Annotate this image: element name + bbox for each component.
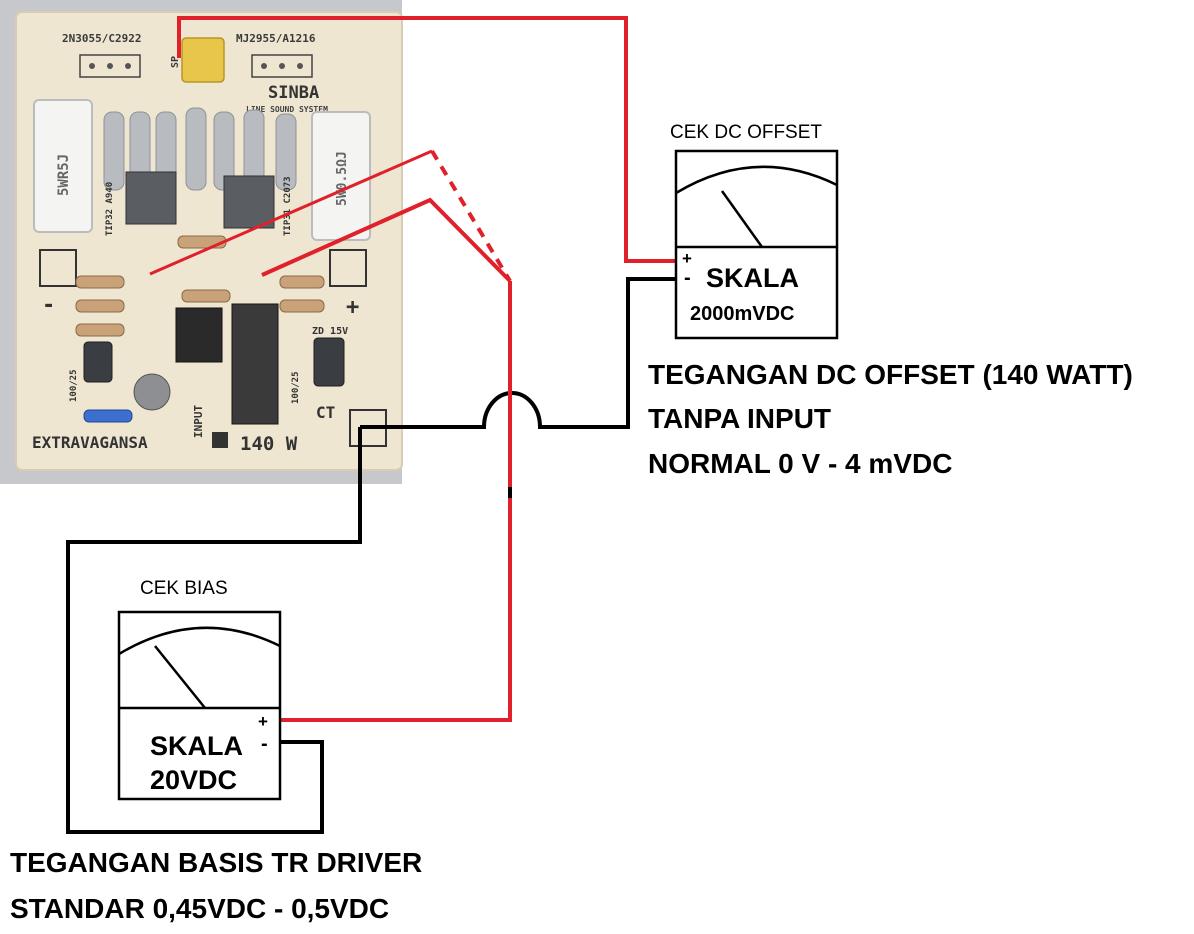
pcb-zener-label: ZD 15V bbox=[312, 326, 348, 337]
meter-dc-offset-needle bbox=[720, 190, 764, 248]
pcb-label-sp: SP bbox=[170, 56, 181, 68]
pcb-plus-sign: + bbox=[346, 295, 359, 320]
pcb-model-label: EXTRAVAGANSA bbox=[32, 433, 148, 452]
notes: TEGANGAN DC OFFSET (140 WATT) TANPA INPU… bbox=[10, 359, 1133, 924]
power-resistor-left bbox=[33, 99, 93, 233]
pcb-power-label: 140 W bbox=[240, 433, 298, 455]
transistor-right-label: TIP31 C2073 bbox=[283, 176, 293, 236]
meter-dc-offset-title: CEK DC OFFSET bbox=[670, 122, 822, 143]
meter-dc-offset-scale-arc bbox=[675, 165, 838, 195]
note-dc-offset-normal: NORMAL 0 V - 4 mVDC bbox=[648, 448, 952, 479]
op-amp-ic bbox=[175, 307, 223, 363]
electrolytic-cap-right bbox=[313, 337, 345, 387]
note-bias-title: TEGANGAN BASIS TR DRIVER bbox=[10, 847, 422, 878]
transistor-left-label: TIP32 A940 bbox=[105, 182, 115, 236]
pcb-square-mark bbox=[212, 432, 228, 448]
meter-dc-offset: CEK DC OFFSET + - SKALA 2000mVDC bbox=[670, 122, 839, 340]
electrolytic-cap-left bbox=[83, 341, 113, 383]
meter-bias-scale-value: 20VDC bbox=[150, 765, 237, 795]
pcb-cap-right-label: 100/25 bbox=[291, 371, 301, 404]
meter-bias-minus: - bbox=[261, 733, 268, 755]
pcb-ct-label: CT bbox=[316, 403, 335, 422]
wire-dc-offset-negative bbox=[360, 277, 680, 429]
pcb-brand-sub: LINE SOUND SYSTEM bbox=[246, 105, 328, 114]
meter-bias-plus: + bbox=[258, 712, 268, 731]
transistor-pad-left bbox=[79, 54, 141, 78]
wire-bias-negative bbox=[66, 427, 362, 834]
wire-dc-offset-positive bbox=[177, 16, 678, 263]
pcb-minus-sign: - bbox=[42, 293, 55, 318]
meter-dc-offset-minus: - bbox=[684, 267, 691, 289]
wire-bias-probe-upper bbox=[149, 149, 433, 276]
meter-dc-offset-scale-label: SKALA bbox=[706, 263, 799, 293]
transistor-pad-right bbox=[251, 54, 313, 78]
meter-bias-body bbox=[117, 610, 282, 801]
driver-transistor-right bbox=[223, 175, 275, 229]
wire-bias-positive bbox=[280, 281, 512, 722]
meter-bias-title: CEK BIAS bbox=[140, 578, 228, 599]
meter-dc-offset-plus: + bbox=[682, 249, 692, 268]
meter-dc-offset-body bbox=[674, 149, 839, 340]
relay-block bbox=[231, 303, 279, 425]
power-resistor-left-label: 5WR5J bbox=[56, 154, 72, 196]
pcb-photo: 2N3055/C2922 MJ2955/A1216 SP SINBA LINE … bbox=[0, 0, 403, 484]
meter-bias: CEK BIAS + - SKALA 20VDC bbox=[117, 578, 282, 801]
yellow-capacitor bbox=[181, 37, 225, 83]
meter-bias-needle bbox=[154, 645, 206, 709]
pcb-label-2n3055: 2N3055/C2922 bbox=[62, 32, 141, 45]
pcb-input-label: INPUT bbox=[192, 405, 205, 438]
vertical-resistors bbox=[103, 107, 297, 191]
wire-bias-probe-upper-dashed bbox=[430, 149, 512, 283]
pcb-brand: SINBA bbox=[268, 83, 319, 103]
power-resistor-right-label: 5W0.5ΩJ bbox=[335, 151, 350, 206]
meter-dc-offset-scale-value: 2000mVDC bbox=[690, 303, 795, 325]
wire-bias-probe-lower bbox=[261, 197, 512, 283]
note-bias-standard: STANDAR 0,45VDC - 0,5VDC bbox=[10, 893, 389, 924]
probe-wires bbox=[66, 16, 680, 834]
mount-pad-left bbox=[39, 249, 77, 287]
meter-bias-scale-label: SKALA bbox=[150, 731, 243, 761]
pcb-label-mj2955: MJ2955/A1216 bbox=[236, 32, 316, 45]
trimmer-pot bbox=[133, 373, 171, 411]
note-dc-offset-title: TEGANGAN DC OFFSET (140 WATT) bbox=[648, 359, 1133, 390]
mount-pad-right bbox=[329, 249, 367, 287]
pcb-cap-left-label: 100/25 bbox=[69, 369, 79, 402]
meter-bias-scale-arc bbox=[118, 626, 281, 656]
driver-transistor-left bbox=[125, 171, 177, 225]
note-dc-offset-condition: TANPA INPUT bbox=[648, 403, 831, 434]
